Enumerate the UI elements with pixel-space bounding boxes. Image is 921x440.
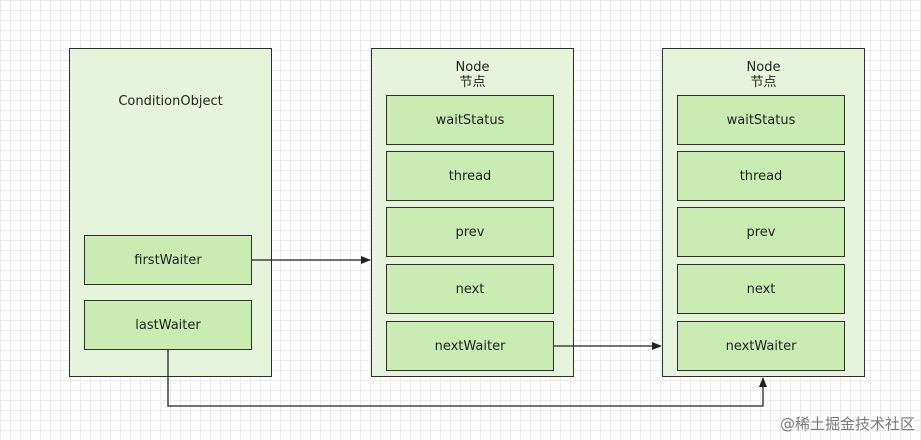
node-1-thread-field: thread: [386, 151, 554, 201]
node-1-next-field: next: [386, 264, 554, 314]
node-2-subtitle: 节点: [750, 75, 777, 90]
first-waiter-field: firstWaiter: [84, 235, 252, 285]
node-1-title: Node: [455, 60, 490, 75]
node-1-prev-field: prev: [386, 207, 554, 257]
watermark: @稀土掘金技术社区: [779, 415, 915, 433]
node-2-next-waiter-field: nextWaiter: [677, 321, 845, 371]
node-1-wait-status-field: waitStatus: [386, 95, 554, 145]
node-2-prev-field: prev: [677, 207, 845, 257]
node-2-wait-status-field: waitStatus: [677, 95, 845, 145]
last-waiter-field: lastWaiter: [84, 300, 252, 350]
node-1-subtitle: 节点: [459, 75, 486, 90]
node-1-next-waiter-field: nextWaiter: [386, 321, 554, 371]
condition-object-title: ConditionObject: [118, 94, 223, 109]
node-2-next-field: next: [677, 264, 845, 314]
node-2-thread-field: thread: [677, 151, 845, 201]
node-2-title: Node: [746, 60, 781, 75]
